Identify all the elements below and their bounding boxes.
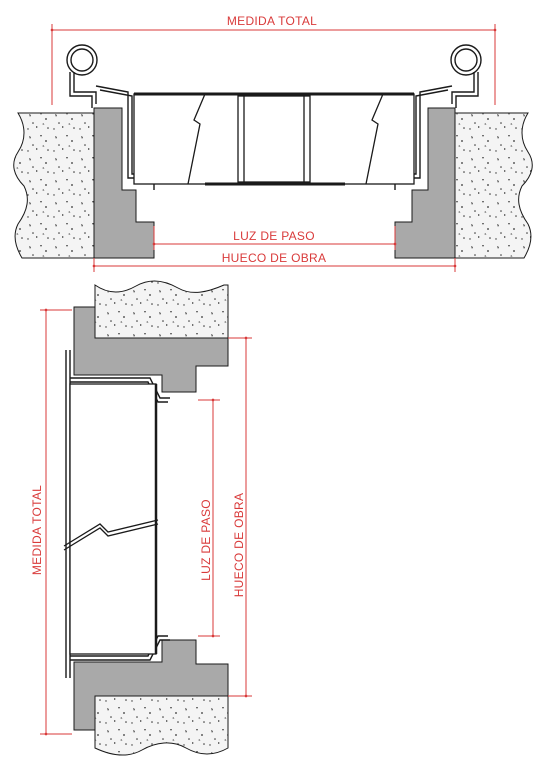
plan-total-label-bg bbox=[218, 14, 326, 28]
elev-dimensions bbox=[40, 308, 252, 736]
plan-right-frame-block bbox=[394, 107, 456, 259]
plan-clear-opening-label: LUZ DE PASO bbox=[233, 229, 315, 243]
elev-top-frame-block bbox=[73, 306, 229, 393]
plan-left-wall bbox=[13, 112, 95, 259]
plan-dimensions bbox=[50, 24, 497, 272]
plan-right-wall bbox=[454, 112, 533, 259]
elev-bottom-frame-block bbox=[73, 639, 229, 731]
elev-bottom-wall bbox=[94, 695, 229, 756]
plan-total-label: MEDIDA TOTAL bbox=[227, 14, 317, 28]
elevation-view: MEDIDA TOTAL LUZ DE PASO HUECO DE OBRA bbox=[30, 280, 252, 756]
elev-door-leaf bbox=[63, 383, 159, 655]
plan-view: MEDIDA TOTAL LUZ DE PASO HUECO DE OBRA bbox=[13, 14, 533, 272]
plan-rough-opening-label: HUECO DE OBRA bbox=[222, 251, 327, 265]
elev-rough-opening-label: HUECO DE OBRA bbox=[232, 493, 246, 598]
elev-total-label-bg bbox=[30, 474, 44, 586]
elev-total-label: MEDIDA TOTAL bbox=[30, 485, 44, 575]
elev-clear-opening-label: LUZ DE PASO bbox=[199, 499, 213, 581]
plan-door-leaf bbox=[133, 92, 415, 186]
plan-left-frame-block bbox=[93, 107, 155, 259]
elev-top-wall bbox=[94, 280, 229, 339]
